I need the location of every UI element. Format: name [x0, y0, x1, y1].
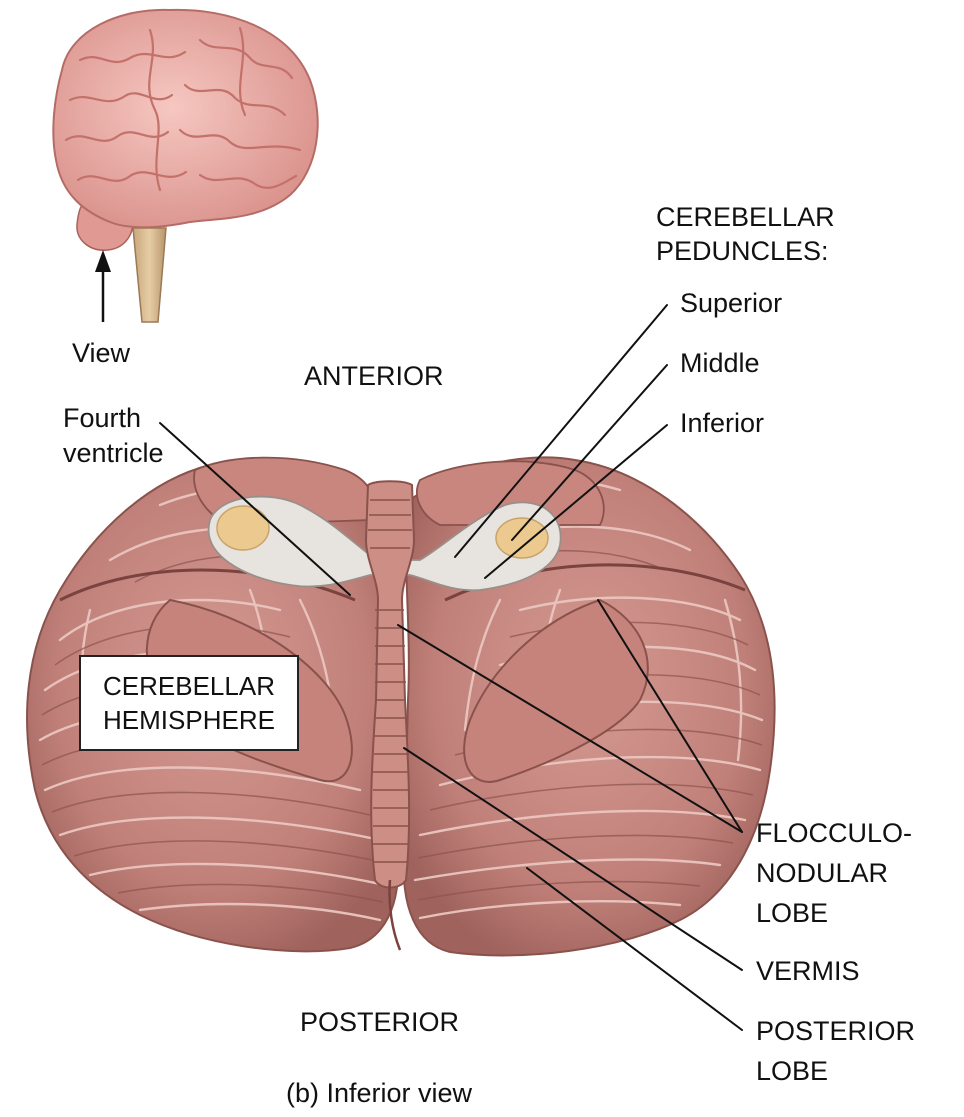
posterior-lobe-label: POSTERIOR LOBE: [756, 1016, 923, 1086]
flocculonodular-label: FLOCCULO- NODULAR LOBE: [756, 818, 920, 928]
view-label: View: [72, 338, 131, 368]
vermis-label: VERMIS: [756, 956, 860, 986]
inferior-label: Inferior: [680, 408, 764, 438]
fourth-ventricle-label: Fourth ventricle: [63, 403, 164, 468]
cerebrum: [53, 10, 317, 227]
figure-caption: (b) Inferior view: [286, 1078, 473, 1108]
cerebellar-hemisphere-label-box: CEREBELLAR HEMISPHERE: [79, 655, 299, 751]
peduncles-heading: CEREBELLAR PEDUNCLES:: [656, 202, 842, 266]
middle-label: Middle: [680, 348, 760, 378]
right-peduncle-core: [496, 518, 548, 558]
brainstem: [133, 228, 166, 322]
anterior-label: ANTERIOR: [304, 361, 444, 391]
superior-label: Superior: [680, 288, 782, 318]
posterior-label: POSTERIOR: [300, 1007, 459, 1037]
cerebellar-hemisphere-label: CEREBELLAR HEMISPHERE: [103, 669, 275, 737]
left-peduncle-core: [217, 506, 269, 550]
view-arrow: [95, 250, 111, 322]
brain-thumbnail: [53, 10, 317, 322]
